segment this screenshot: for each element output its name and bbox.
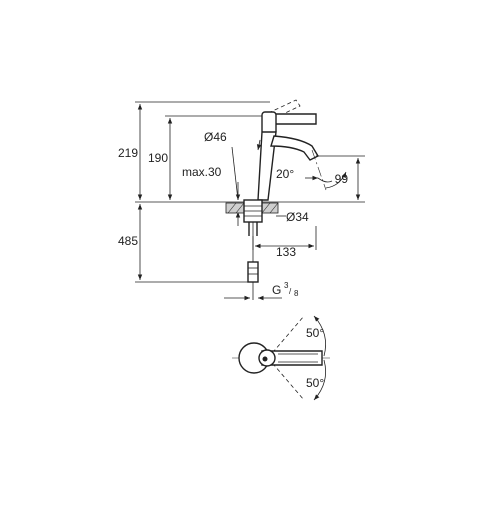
- thread-denominator: 8: [294, 289, 299, 298]
- dimension-485-label: 485: [118, 234, 138, 248]
- faucet-spout: [270, 135, 319, 161]
- angle-20-arc: [317, 177, 333, 183]
- swivel-arrow: [325, 171, 347, 189]
- cartridge-cap: [261, 111, 277, 135]
- angle-arc-upper: [313, 315, 327, 357]
- dimension-219-label: 219: [118, 146, 138, 160]
- diameter-46-leader: [231, 146, 239, 201]
- diameter-46-arrow: [256, 139, 262, 151]
- outlet-centerline: [311, 149, 327, 191]
- diameter-46-label: Ø46: [204, 130, 227, 144]
- dimension-133-label: 133: [276, 245, 296, 259]
- diameter-34-label: Ø34: [286, 210, 309, 224]
- dimension-190-label: 190: [148, 151, 168, 165]
- side-view: 219 190 485 Ø46 max.30 20° 99: [118, 99, 365, 301]
- angle-arc-lower: [313, 359, 327, 401]
- outlet-dot: [262, 356, 268, 362]
- thread-numerator: 3: [284, 281, 289, 290]
- angle-20-label: 20°: [276, 167, 294, 181]
- top-view: 50° 50°: [232, 315, 330, 401]
- mounting-assembly: [225, 199, 279, 300]
- angle-50-upper-label: 50°: [306, 326, 324, 340]
- max-30-label: max.30: [182, 165, 222, 179]
- thread-label: G: [272, 283, 281, 297]
- thread-slash: /: [289, 287, 292, 296]
- angle-50-lower-label: 50°: [306, 376, 324, 390]
- hose-fitting: [247, 261, 259, 283]
- faucet-body: [257, 131, 277, 201]
